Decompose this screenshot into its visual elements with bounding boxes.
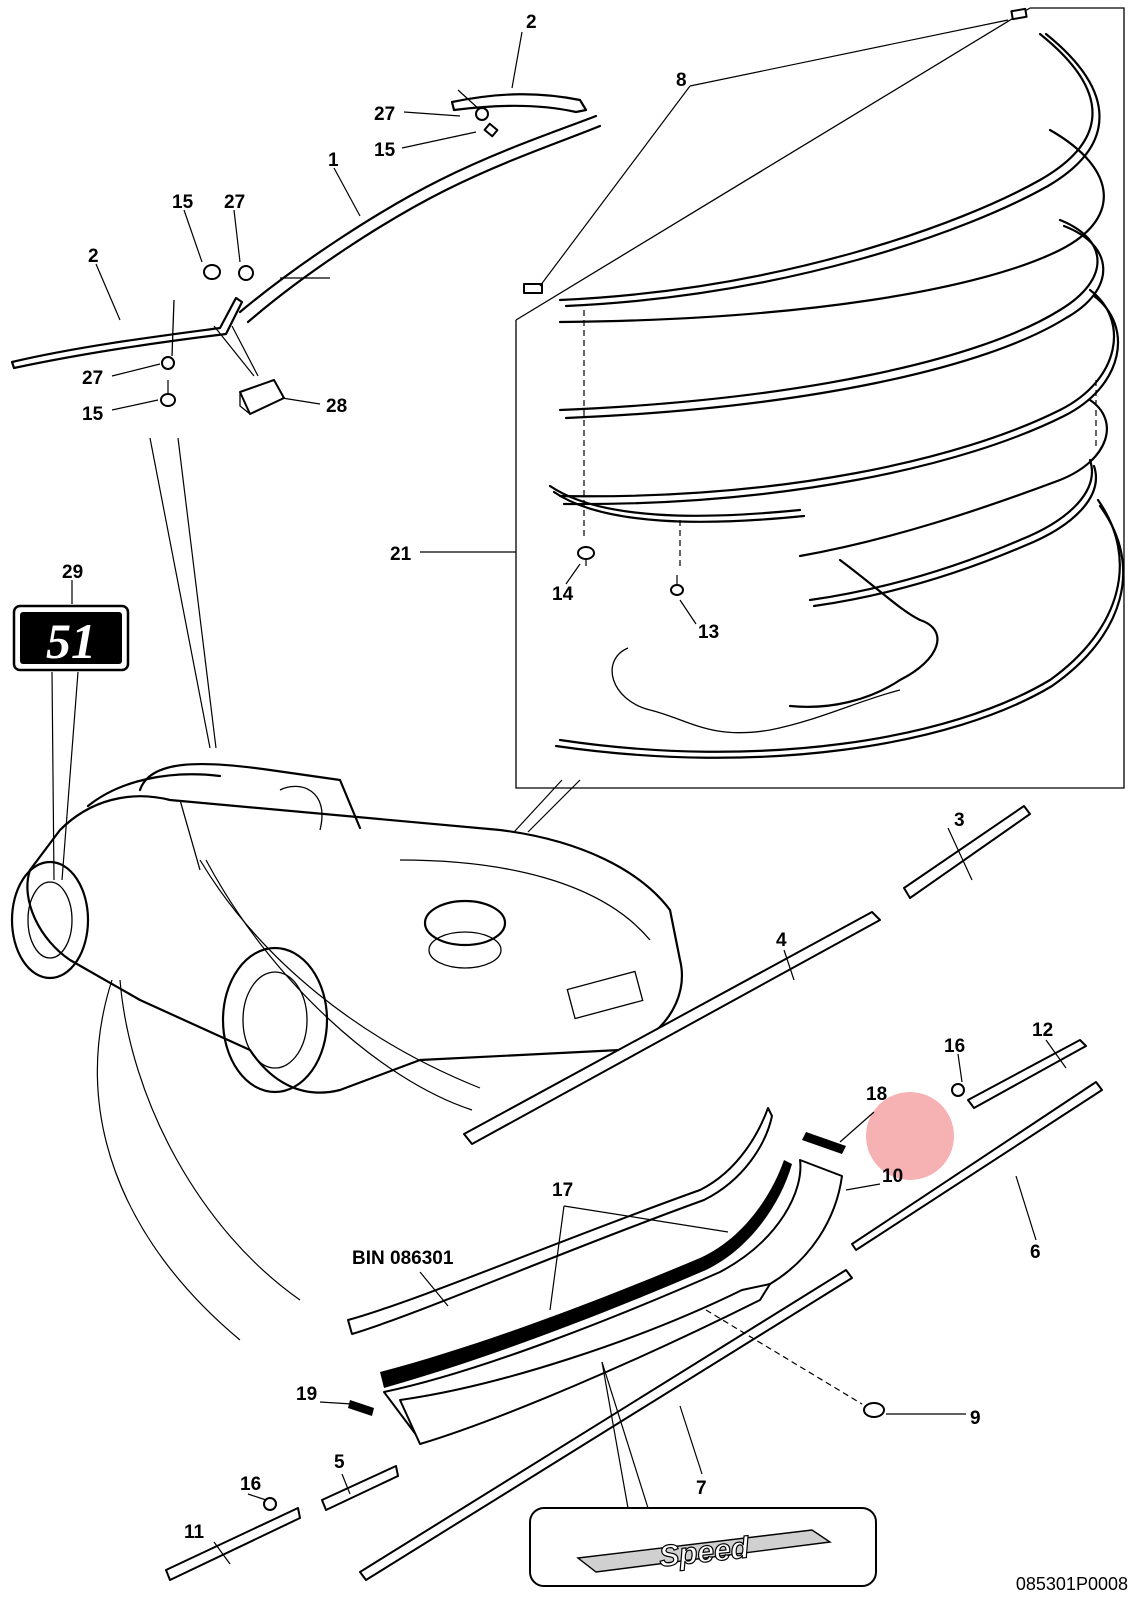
callout-21: 21 [390,544,412,565]
callout-16-right: 16 [944,1036,965,1057]
part-12 [951,1039,1087,1109]
diagram-id: 085301P0008 [1016,1574,1128,1594]
part-6 [851,1081,1103,1251]
bin-label: BIN 086301 [352,1248,454,1269]
callout-2-top: 2 [526,12,537,33]
callout-18: 18 [866,1084,887,1105]
fastener-9 [705,1309,885,1418]
callout-16-left: 16 [240,1474,261,1495]
callout-3: 3 [954,810,965,831]
part-28-block [213,325,285,415]
fasteners-15-27 [160,107,499,407]
callout-15-top: 15 [374,140,396,161]
callout-11: 11 [184,1522,205,1543]
callout-7: 7 [696,1478,707,1499]
callout-9: 9 [970,1408,981,1429]
part-11 [165,1497,301,1581]
callout-15-mid: 15 [172,192,194,213]
badge-29: 51 [12,580,130,881]
leader-lines [95,31,1067,1565]
callout-4: 4 [776,930,787,951]
callout-labels: 2 8 27 15 1 15 27 2 27 15 28 21 29 14 13… [62,12,1128,1594]
part-5 [321,1465,399,1511]
highlight-marker [866,1092,954,1180]
part-10-sill [383,1159,843,1445]
callout-28: 28 [326,396,347,417]
callout-14: 14 [552,584,574,605]
callout-27-low: 27 [82,368,103,389]
callout-1: 1 [328,150,339,171]
part-2-left [10,296,244,370]
fastener-14 [577,546,595,566]
part-2-top [450,89,588,114]
callout-6: 6 [1030,1242,1041,1263]
badge-text: 51 [46,613,96,669]
callout-8: 8 [676,70,687,91]
fastener-13 [670,575,684,596]
part-4 [463,911,881,1145]
part-7 [359,1269,853,1581]
callout-10: 10 [882,1166,903,1187]
callout-15-low: 15 [82,404,104,425]
part-1-rail [238,114,602,324]
callout-2-left: 2 [88,246,99,267]
callout-29: 29 [62,562,83,583]
part-3 [903,805,1031,899]
part-19 [348,1400,374,1416]
speed-plate: Speed [529,1507,877,1587]
part-18 [802,1132,846,1154]
callout-5: 5 [334,1452,345,1473]
callout-19: 19 [296,1384,317,1405]
callout-27-top: 27 [374,104,395,125]
callout-13: 13 [698,622,719,643]
car-illustration [10,437,683,1341]
callout-12: 12 [1032,1020,1053,1041]
inset-box-21 [515,7,1125,789]
part-8-rails [523,7,1125,759]
part-17-sill-upper [347,1107,792,1388]
callout-17: 17 [552,1180,573,1201]
callout-27-mid: 27 [224,192,245,213]
